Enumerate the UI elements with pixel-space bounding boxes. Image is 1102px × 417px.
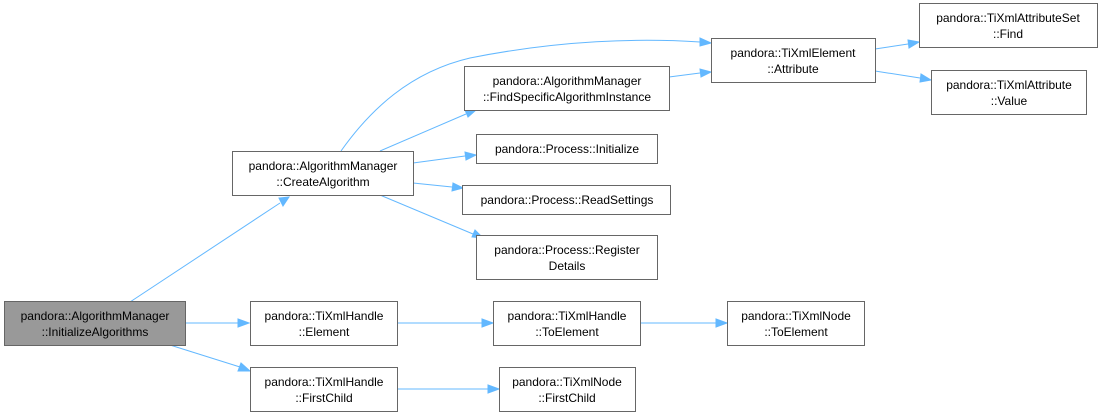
node-label-line: ::FirstChild xyxy=(295,391,352,405)
node-handle-firstchild[interactable]: pandora::TiXmlHandle ::FirstChild xyxy=(250,367,398,412)
node-label-line: ::Element xyxy=(299,325,350,339)
edge-initialize-to-handle-element xyxy=(185,318,251,328)
edge-handle-firstchild-to-node-firstchild xyxy=(397,384,501,394)
node-node-firstchild[interactable]: pandora::TiXmlNode ::FirstChild xyxy=(499,367,636,412)
nodes: pandora::AlgorithmManager ::InitializeAl… xyxy=(4,3,1098,412)
node-label-line: pandora::Process::Register xyxy=(494,243,639,257)
node-handle-element[interactable]: pandora::TiXmlHandle ::Element xyxy=(250,301,398,346)
edge-initialize-to-create xyxy=(129,196,291,303)
node-label-line: pandora::Process::Initialize xyxy=(495,142,639,156)
edge-handle-element-to-handle-toelement xyxy=(397,318,495,328)
edges xyxy=(129,37,933,394)
edge-create-to-element-attribute xyxy=(340,37,713,152)
node-label-line: pandora::Process::ReadSettings xyxy=(481,193,654,207)
node-label-line: pandora::TiXmlHandle xyxy=(265,375,384,389)
node-label-line: pandora::TiXmlAttribute xyxy=(946,78,1072,92)
node-label-line: Details xyxy=(549,259,586,273)
node-attributeset-find[interactable]: pandora::TiXmlAttributeSet ::Find xyxy=(919,3,1098,48)
node-process-initialize[interactable]: pandora::Process::Initialize xyxy=(476,134,658,164)
edge-element-attribute-to-attribute-value xyxy=(874,70,933,83)
node-initialize-algorithms[interactable]: pandora::AlgorithmManager ::InitializeAl… xyxy=(4,301,186,346)
node-label-line: pandora::AlgorithmManager xyxy=(21,309,170,323)
edge-element-attribute-to-attributeset-find xyxy=(874,39,921,50)
node-label-line: pandora::TiXmlHandle xyxy=(265,309,384,323)
edge-create-to-find-specific xyxy=(379,109,478,152)
node-label-line: ::FindSpecificAlgorithmInstance xyxy=(483,90,651,104)
node-label-line: pandora::AlgorithmManager xyxy=(493,74,642,88)
node-handle-toelement[interactable]: pandora::TiXmlHandle ::ToElement xyxy=(493,301,641,346)
node-process-readsettings[interactable]: pandora::Process::ReadSettings xyxy=(462,185,671,215)
edge-create-to-process-initialize xyxy=(412,151,478,164)
node-label-line: pandora::TiXmlNode xyxy=(512,375,622,389)
node-label-line: ::InitializeAlgorithms xyxy=(42,325,149,339)
node-label-line: ::ToElement xyxy=(535,325,599,339)
edge-handle-toelement-to-node-toelement xyxy=(640,318,729,328)
node-label-line: pandora::TiXmlAttributeSet xyxy=(936,11,1080,25)
node-element-attribute[interactable]: pandora::TiXmlElement ::Attribute xyxy=(711,38,876,83)
edge-create-to-process-readsettings xyxy=(412,182,465,192)
node-label-line: ::FirstChild xyxy=(538,391,595,405)
node-label-line: ::ToElement xyxy=(764,325,828,339)
node-label-line: ::Value xyxy=(991,94,1028,108)
edge-initialize-to-handle-firstchild xyxy=(169,344,252,372)
node-label-line: pandora::AlgorithmManager xyxy=(249,159,398,173)
node-attribute-value[interactable]: pandora::TiXmlAttribute ::Value xyxy=(931,70,1087,115)
node-label-line: pandora::TiXmlNode xyxy=(741,309,851,323)
node-label-line: ::Find xyxy=(993,27,1023,41)
node-find-specific-algorithm-instance[interactable]: pandora::AlgorithmManager ::FindSpecific… xyxy=(464,66,670,111)
node-label-line: ::Attribute xyxy=(767,62,819,76)
node-process-register-details[interactable]: pandora::Process::Register Details xyxy=(476,235,658,280)
node-node-toelement[interactable]: pandora::TiXmlNode ::ToElement xyxy=(727,301,865,346)
edge-find-specific-to-element-attribute xyxy=(668,68,713,78)
node-label-line: pandora::TiXmlHandle xyxy=(508,309,627,323)
node-label-line: pandora::TiXmlElement xyxy=(731,46,857,60)
node-label-line: ::CreateAlgorithm xyxy=(276,175,369,189)
node-create-algorithm[interactable]: pandora::AlgorithmManager ::CreateAlgori… xyxy=(232,151,414,196)
